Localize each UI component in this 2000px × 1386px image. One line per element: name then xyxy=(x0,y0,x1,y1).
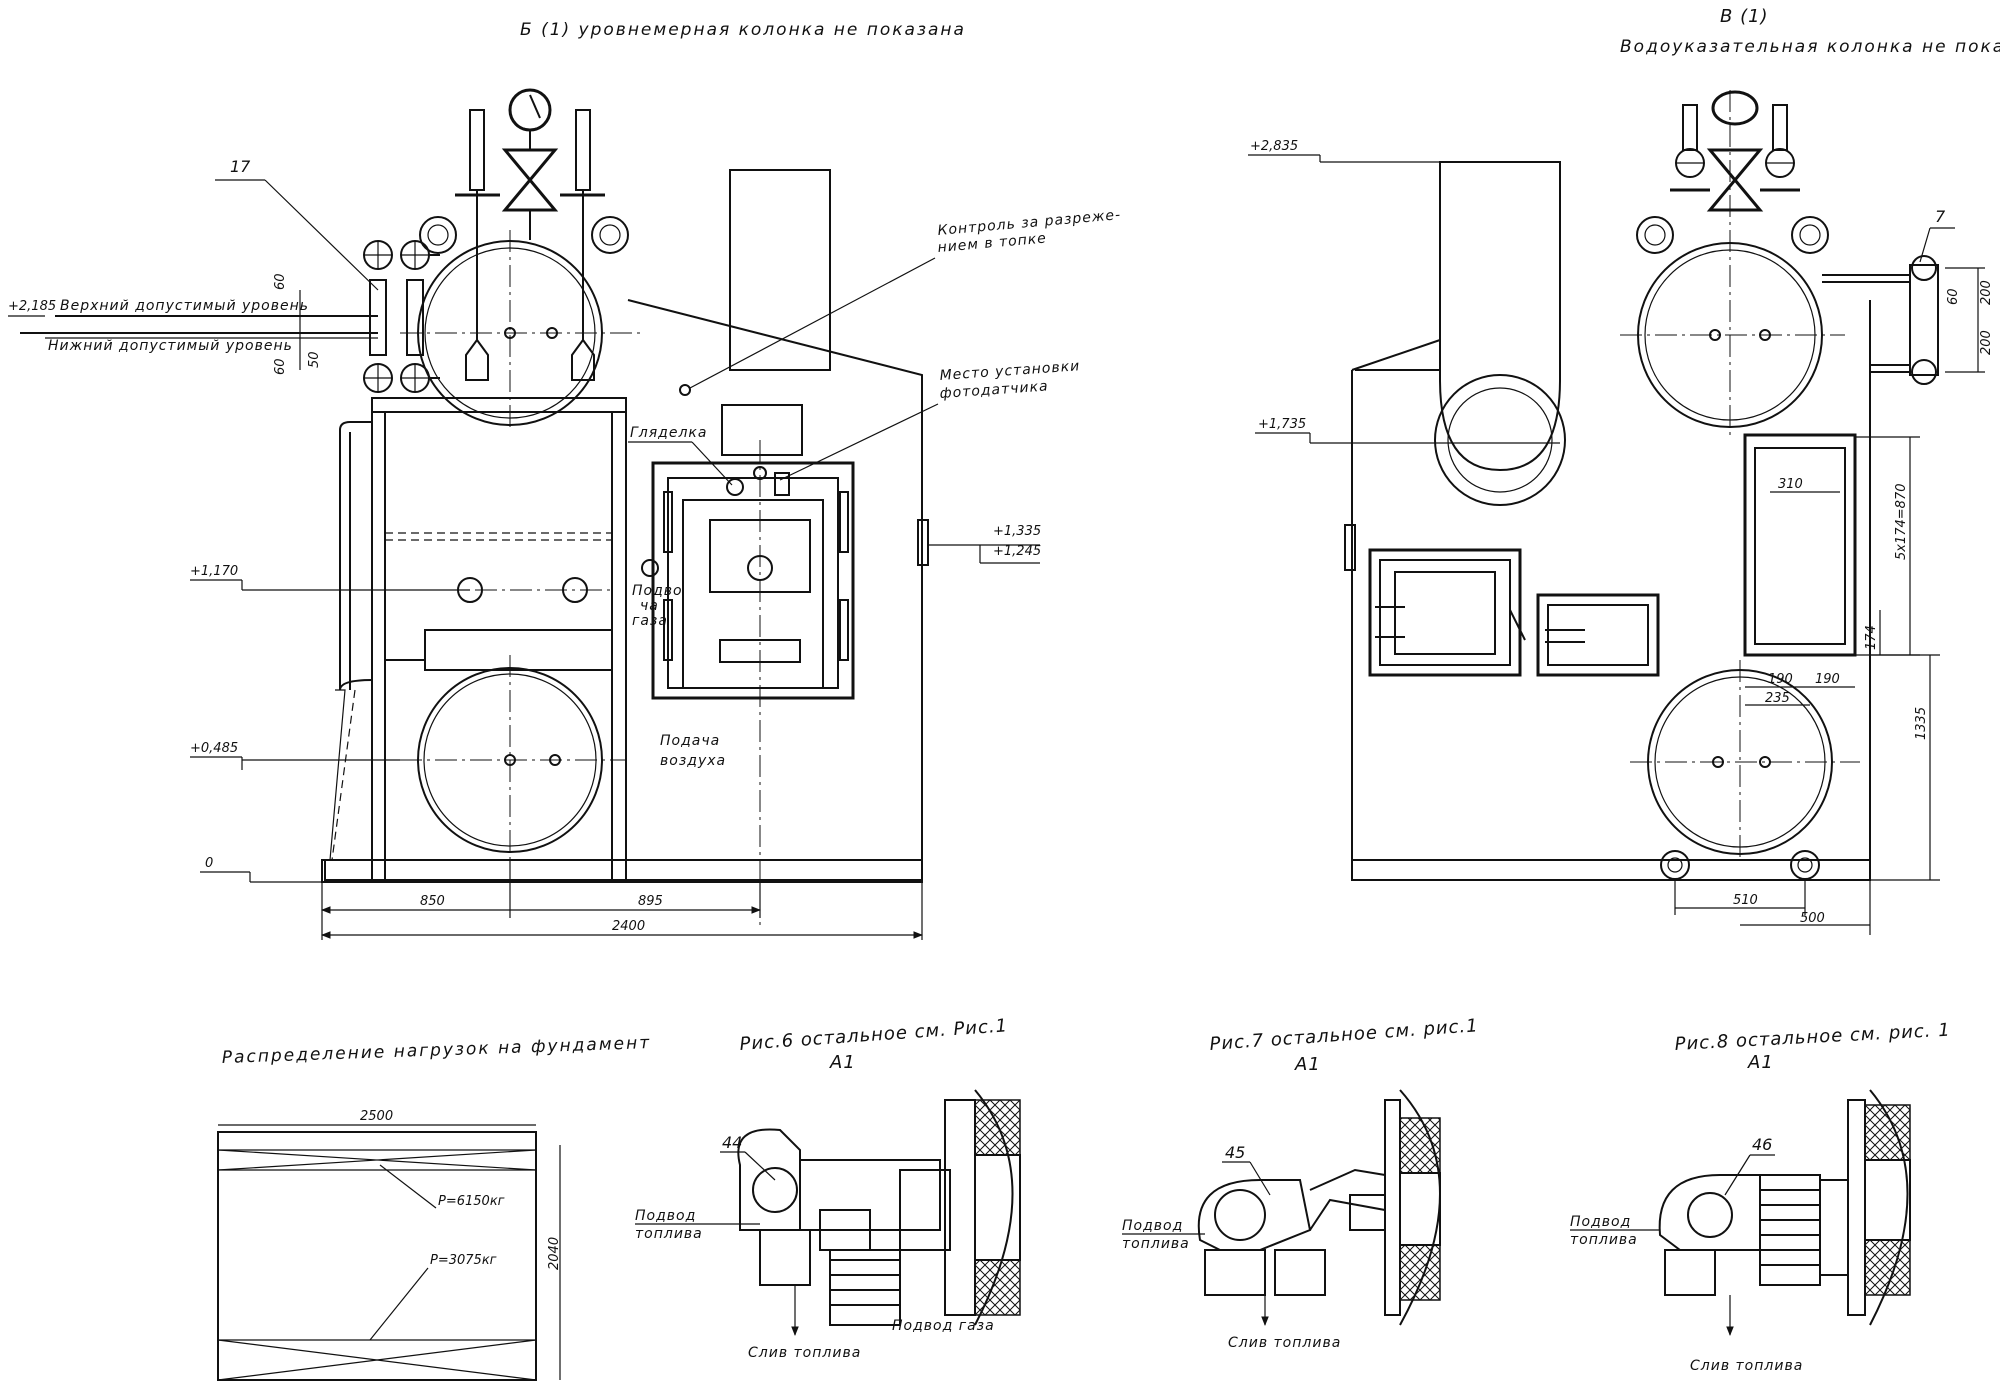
fig7-title: Рис.7 остальное см. рис.1 xyxy=(1209,1015,1479,1055)
dim-2040: 2040 xyxy=(547,1237,562,1270)
dim-200a: 200 xyxy=(1979,280,1994,305)
dim-5x174: 5х174=870 xyxy=(1894,484,1909,560)
elev-2835: +2,835 xyxy=(1250,139,1298,154)
fig6-title: Рис.6 остальное см. Рис.1 xyxy=(739,1015,1009,1055)
note-air-1: Подача xyxy=(660,733,720,749)
chimney xyxy=(729,169,831,371)
v-fire-door xyxy=(1368,548,1522,677)
v-gauge-icon xyxy=(1711,90,1759,126)
view-v-subtitle: Водоуказательная колонка не показана xyxy=(1620,37,2000,57)
valve-icon xyxy=(501,148,559,212)
note-air-2: воздуха xyxy=(660,753,726,769)
fig8-title: Рис.8 остальное см. рис. 1 xyxy=(1674,1020,1951,1055)
dim-1335: 1335 xyxy=(1914,707,1929,740)
elev-1735: +1,735 xyxy=(1258,417,1306,432)
callout-7: 7 xyxy=(1935,207,1946,226)
fig8-callout: 46 xyxy=(1752,1135,1772,1154)
fig8-sub: А1 xyxy=(1747,1052,1774,1073)
dim-2500: 2500 xyxy=(360,1109,393,1124)
fig6-gas-in: Подвод газа xyxy=(892,1318,995,1334)
fig6-fuel-in-1: Подвод xyxy=(635,1208,696,1224)
fig7-fuel-in-2: топлива xyxy=(1122,1236,1190,1252)
lower-level-label: Нижний допустимый уровень xyxy=(48,338,293,354)
dim-190b: 190 xyxy=(1815,672,1840,687)
view-v: В (1) Водоуказательная колонка не показа… xyxy=(1248,6,2000,935)
note-gas-3: газа xyxy=(632,613,668,629)
furnace-door xyxy=(641,461,855,700)
load-2: P=3075кг xyxy=(430,1253,497,1268)
fig6-sub: А1 xyxy=(829,1052,856,1073)
dim-895: 895 xyxy=(638,894,663,909)
dim-174: 174 xyxy=(1864,625,1879,650)
callout-17: 17 xyxy=(230,157,251,176)
dim-60a: 60 xyxy=(273,273,288,290)
fig8-fuel-in-2: топлива xyxy=(1570,1232,1638,1248)
dim-60-v: 60 xyxy=(1946,288,1961,305)
elev-1245: +1,245 xyxy=(993,544,1041,559)
elev-0485: +0,485 xyxy=(190,741,238,756)
fig-6: Рис.6 остальное см. Рис.1 А1 44 Подвод т… xyxy=(635,1015,1021,1361)
v-water-column xyxy=(1909,264,1939,376)
note-peephole: Гляделка xyxy=(630,425,707,441)
fig-7: Рис.7 остальное см. рис.1 А1 45 Подвод т… xyxy=(1122,1015,1479,1351)
elev-0: 0 xyxy=(205,856,213,871)
elev-1335: +1,335 xyxy=(993,524,1041,539)
dim-200b: 200 xyxy=(1979,330,1994,355)
fig-8: Рис.8 остальное см. рис. 1 А1 46 Подвод … xyxy=(1570,1020,1951,1374)
dim-60b: 60 xyxy=(273,358,288,375)
fig7-sub: А1 xyxy=(1294,1054,1321,1075)
dim-510: 510 xyxy=(1733,893,1758,908)
fig6-drain: Слив топлива xyxy=(748,1345,861,1361)
water-gauge-assembly xyxy=(363,240,440,393)
fig8-fuel-in-1: Подвод xyxy=(1570,1214,1631,1230)
dim-850: 850 xyxy=(420,894,445,909)
note-gas-2: ча xyxy=(640,598,659,614)
note-gas-1: Подво xyxy=(632,583,683,599)
load-1: P=6150кг xyxy=(438,1194,505,1209)
elev-1170: +1,170 xyxy=(190,564,238,579)
upper-level-label: Верхний допустимый уровень xyxy=(60,298,309,314)
view-b: Б (1) уровнемерная колонка не показана xyxy=(8,20,1122,940)
note-photo-2: фотодатчика xyxy=(939,378,1049,402)
fig7-drain: Слив топлива xyxy=(1228,1335,1341,1351)
fig6-fuel-in-2: топлива xyxy=(635,1226,703,1242)
dim-2400: 2400 xyxy=(612,919,645,934)
foundation-plan xyxy=(217,1131,537,1381)
dim-50: 50 xyxy=(307,351,322,368)
dim-500: 500 xyxy=(1800,911,1825,926)
fig6-callout: 44 xyxy=(722,1133,742,1152)
v-valve-icon xyxy=(1706,148,1764,212)
upper-frame xyxy=(371,397,627,413)
view-b-title: Б (1) уровнемерная колонка не показана xyxy=(520,20,966,40)
elev-2185: +2,185 xyxy=(8,299,56,314)
fig8-drain: Слив топлива xyxy=(1690,1358,1803,1374)
fig7-callout: 45 xyxy=(1225,1143,1245,1162)
view-v-housing xyxy=(1351,161,1871,881)
view-v-title: В (1) xyxy=(1720,6,1769,27)
loads-title: Распределение нагрузок на фундамент xyxy=(221,1033,651,1068)
load-distribution: Распределение нагрузок на фундамент 2500… xyxy=(217,1033,651,1381)
v-ash-door xyxy=(1536,593,1660,677)
base-frame xyxy=(321,859,923,883)
fig7-fuel-in-1: Подвод xyxy=(1122,1218,1183,1234)
dim-310: 310 xyxy=(1778,477,1803,492)
dim-235: 235 xyxy=(1765,691,1790,706)
